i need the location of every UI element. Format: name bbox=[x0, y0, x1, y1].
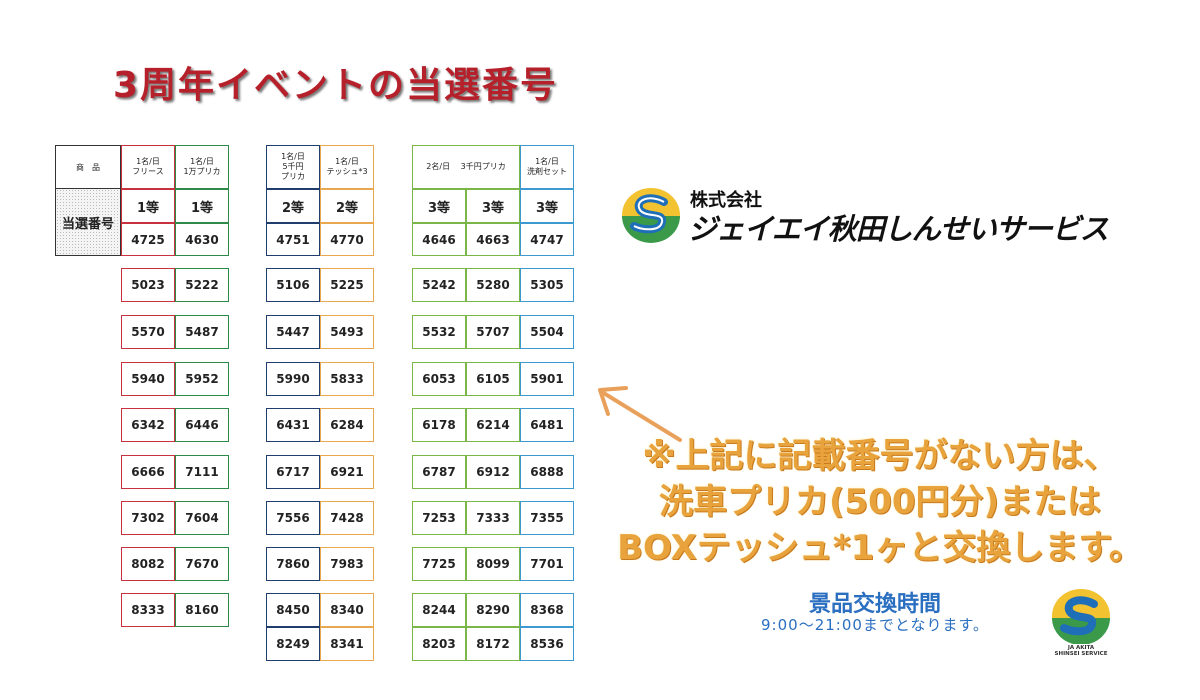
winning-number: 5952 bbox=[175, 362, 229, 396]
winning-number: 5106 bbox=[266, 268, 320, 302]
prize-rank: 3等 bbox=[466, 189, 520, 223]
prize-rank: 1等 bbox=[175, 189, 229, 223]
winning-number: 8099 bbox=[466, 547, 520, 581]
prize-rank: 2等 bbox=[266, 189, 320, 223]
prize-header: 1名/日 1万プリカ bbox=[175, 145, 229, 189]
winning-number: 6284 bbox=[320, 408, 374, 442]
prize-header: 1名/日 5千円 プリカ bbox=[266, 145, 320, 189]
winning-number: 8160 bbox=[175, 593, 229, 627]
winning-number: 6446 bbox=[175, 408, 229, 442]
winning-number: 6342 bbox=[121, 408, 175, 442]
exchange-hours: 9:00～21:00までとなります。 bbox=[761, 616, 989, 634]
winning-number: 7355 bbox=[520, 501, 574, 535]
winning-number: 4646 bbox=[412, 223, 466, 256]
winning-number: 5833 bbox=[320, 362, 374, 396]
winning-number: 8082 bbox=[121, 547, 175, 581]
winning-number: 6105 bbox=[466, 362, 520, 396]
winning-number: 8341 bbox=[320, 627, 374, 661]
winning-number: 6912 bbox=[466, 455, 520, 489]
winning-number: 6717 bbox=[266, 455, 320, 489]
winning-number: 8290 bbox=[466, 593, 520, 627]
winning-number: 7556 bbox=[266, 501, 320, 535]
winning-number: 8244 bbox=[412, 593, 466, 627]
winning-number: 5242 bbox=[412, 268, 466, 302]
winning-number: 5225 bbox=[320, 268, 374, 302]
notice-line: 洗車プリカ(500円分)または bbox=[658, 482, 1102, 522]
prize-header: 1名/日 テッシュ*3 bbox=[320, 145, 374, 189]
winning-number: 5493 bbox=[320, 315, 374, 349]
winning-number: 5532 bbox=[412, 315, 466, 349]
winning-number: 8368 bbox=[520, 593, 574, 627]
winning-number: 5487 bbox=[175, 315, 229, 349]
winning-number: 8333 bbox=[121, 593, 175, 627]
winning-number: 7253 bbox=[412, 501, 466, 535]
prize-header: 2名/日 3千円プリカ bbox=[412, 145, 520, 189]
notice: ※上記に記載番号がない方は、 洗車プリカ(500円分)または BOXテッシュ*1… bbox=[600, 433, 1160, 571]
winning-number: 8203 bbox=[412, 627, 466, 661]
winning-number: 6787 bbox=[412, 455, 466, 489]
winning-number: 7111 bbox=[175, 455, 229, 489]
winning-number: 7860 bbox=[266, 547, 320, 581]
winning-number: 4663 bbox=[466, 223, 520, 256]
prize-rank: 1等 bbox=[121, 189, 175, 223]
winning-number: 6431 bbox=[266, 408, 320, 442]
winning-number: 7983 bbox=[320, 547, 374, 581]
winning-number: 6888 bbox=[520, 455, 574, 489]
prize-rank: 3等 bbox=[412, 189, 466, 223]
winning-number: 6481 bbox=[520, 408, 574, 442]
winning-number: 5901 bbox=[520, 362, 574, 396]
winning-number: 7670 bbox=[175, 547, 229, 581]
winning-number: 8340 bbox=[320, 593, 374, 627]
winning-number: 6214 bbox=[466, 408, 520, 442]
prize-rank: 2等 bbox=[320, 189, 374, 223]
winning-number: 4751 bbox=[266, 223, 320, 256]
winning-number: 6666 bbox=[121, 455, 175, 489]
winning-number: 7333 bbox=[466, 501, 520, 535]
small-logo-icon bbox=[1052, 589, 1110, 644]
winning-number: 6921 bbox=[320, 455, 374, 489]
winning-number: 5940 bbox=[121, 362, 175, 396]
winning-number: 6178 bbox=[412, 408, 466, 442]
winning-number: 8249 bbox=[266, 627, 320, 661]
winning-number: 5504 bbox=[520, 315, 574, 349]
winning-number: 4747 bbox=[520, 223, 574, 256]
winning-number: 5280 bbox=[466, 268, 520, 302]
winning-number: 5023 bbox=[121, 268, 175, 302]
product-label: 商 品 bbox=[55, 145, 121, 189]
winning-number: 5222 bbox=[175, 268, 229, 302]
company-prefix: 株式会社 bbox=[690, 190, 762, 211]
winning-numbers-label: 当選番号 bbox=[55, 188, 121, 256]
prize-header: 1名/日 洗剤セット bbox=[520, 145, 574, 189]
arrow-icon bbox=[598, 386, 682, 442]
winning-number: 8450 bbox=[266, 593, 320, 627]
winning-number: 4770 bbox=[320, 223, 374, 256]
winning-number: 6053 bbox=[412, 362, 466, 396]
company-logo-icon bbox=[622, 188, 680, 243]
winning-number: 5447 bbox=[266, 315, 320, 349]
notice-line: ※上記に記載番号がない方は、 bbox=[642, 436, 1118, 476]
notice-line: BOXテッシュ*1ヶと交換します。 bbox=[617, 528, 1143, 568]
winning-number: 4630 bbox=[175, 223, 229, 256]
winning-number: 8172 bbox=[466, 627, 520, 661]
winning-number: 7725 bbox=[412, 547, 466, 581]
company-name: ジェイエイ秋田しんせいサービス bbox=[688, 212, 1109, 246]
winning-number: 7604 bbox=[175, 501, 229, 535]
small-logo-text: JA AKITA SHINSEI SERVICE bbox=[1054, 645, 1108, 657]
exchange-title: 景品交換時間 bbox=[808, 592, 941, 617]
winning-number: 7701 bbox=[520, 547, 574, 581]
page-title: 3周年イベントの当選番号 bbox=[113, 65, 559, 106]
winning-number: 5990 bbox=[266, 362, 320, 396]
prize-rank: 3等 bbox=[520, 189, 574, 223]
winning-number: 5570 bbox=[121, 315, 175, 349]
winning-number: 7428 bbox=[320, 501, 374, 535]
winning-number: 7302 bbox=[121, 501, 175, 535]
winning-number: 5305 bbox=[520, 268, 574, 302]
winning-number: 8536 bbox=[520, 627, 574, 661]
winning-number: 4725 bbox=[121, 223, 175, 256]
winning-number: 5707 bbox=[466, 315, 520, 349]
prize-header: 1名/日 フリース bbox=[121, 145, 175, 189]
